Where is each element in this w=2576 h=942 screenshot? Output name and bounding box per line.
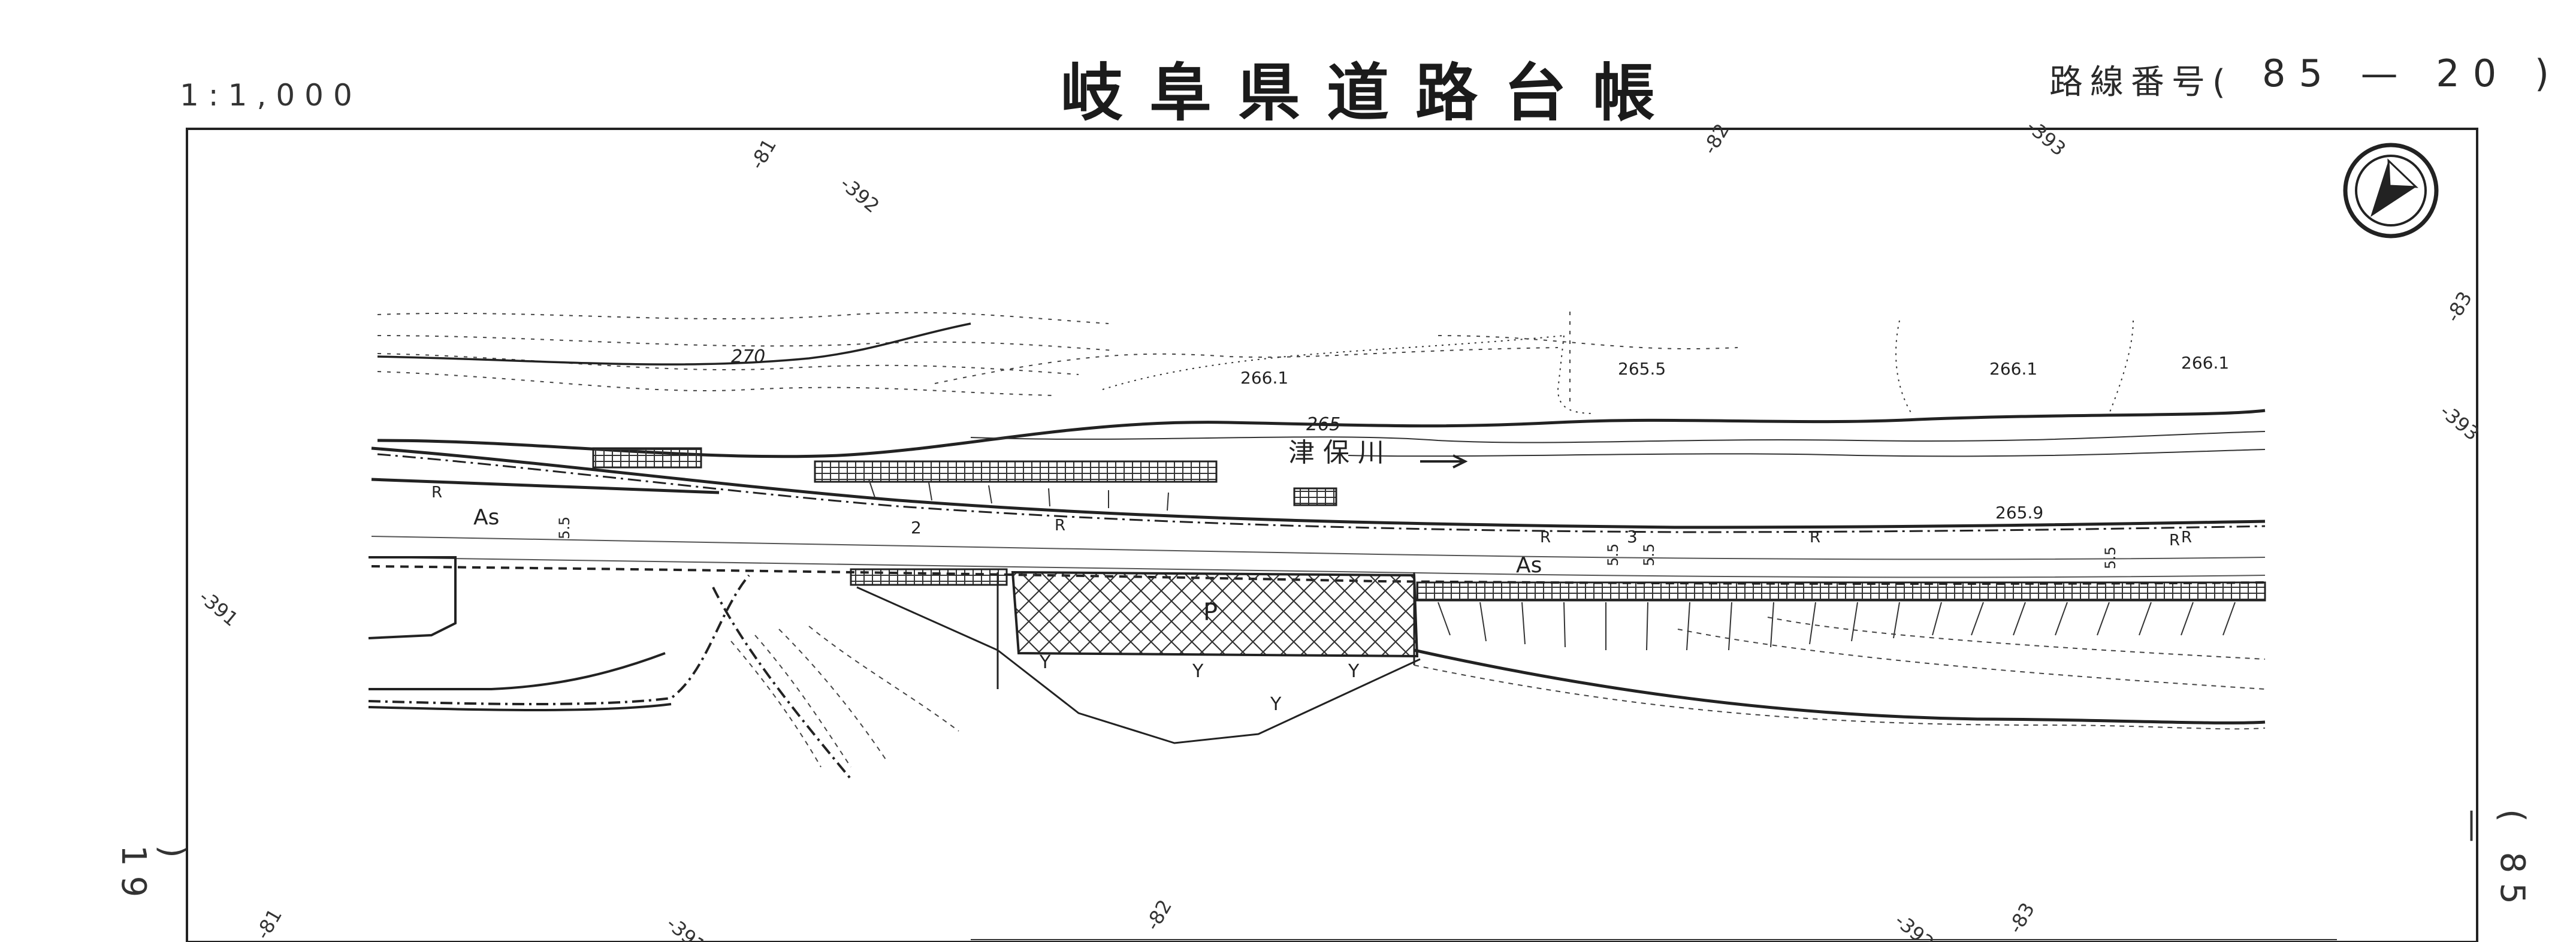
grid-label: -83 xyxy=(2004,899,2039,937)
grid-label: -391 xyxy=(662,912,710,942)
left-structure xyxy=(368,556,672,711)
contour-lines-upper xyxy=(377,312,1738,407)
fill-mark: Y xyxy=(1270,694,1282,715)
grid-label: -82 xyxy=(1698,120,1734,158)
spot-elevation: 266.1 xyxy=(1240,368,1288,388)
spot-elevation: 266.1 xyxy=(2181,353,2229,373)
width-mark: 5.5 xyxy=(556,517,573,539)
scale-label: 1:1,000 xyxy=(180,78,362,113)
river-flow-arrow xyxy=(1420,454,1468,469)
river-name: 津保川 xyxy=(1288,437,1393,468)
river-bank-lower xyxy=(1414,648,2266,724)
grid-label: -82 xyxy=(1141,896,1176,934)
retaining-wall-2 xyxy=(814,460,1218,483)
road-surface-label: As xyxy=(1516,553,1542,578)
width-mark: 2 xyxy=(911,518,922,538)
road-surface-label: As xyxy=(473,505,499,530)
sidewalk-grating-left xyxy=(850,568,1008,586)
grid-label: -81 xyxy=(251,905,286,942)
grid-label: -392 xyxy=(1891,909,1938,942)
spot-elevation: 265.9 xyxy=(1995,503,2043,523)
grid-label: -392 xyxy=(836,172,884,218)
contour-index-270 xyxy=(377,322,971,366)
slope-ticks xyxy=(868,479,2236,651)
fill-mark: Y xyxy=(1192,661,1204,682)
width-mark: 5.5 xyxy=(1641,544,1657,566)
fill-mark: Y xyxy=(1348,661,1360,682)
river-bank-upper xyxy=(377,409,2266,458)
embankment-outline xyxy=(856,572,1421,744)
lane-lines xyxy=(371,536,2266,578)
parking-area xyxy=(1011,570,1419,658)
terrace-dotted xyxy=(1102,320,2134,414)
contour-label: 265 xyxy=(1306,414,1340,435)
width-mark: 3 xyxy=(1627,527,1638,547)
side-mark: R xyxy=(2181,529,2192,547)
parking-label: P xyxy=(1203,599,1218,626)
grid-label: -83 xyxy=(2441,288,2477,326)
sheet-edge-label-right: ( 85— xyxy=(2454,809,2532,914)
grid-label: -393 xyxy=(2022,115,2070,161)
retaining-wall-1 xyxy=(592,447,702,469)
page-title: 岐阜県道路台帳 xyxy=(1061,56,1682,129)
route-number-value: 85 — 20 ) xyxy=(2262,52,2563,95)
sidewalk-grating xyxy=(1416,581,2266,602)
contour-label: 270 xyxy=(731,346,765,367)
side-mark: R xyxy=(1810,529,1820,547)
sheet-frame xyxy=(186,128,2478,942)
width-mark: 5.5 xyxy=(1605,544,1621,566)
grid-label: -81 xyxy=(745,135,781,173)
side-mark: R xyxy=(1540,529,1551,547)
side-mark: R xyxy=(431,484,442,502)
route-number-label: 路線番号( xyxy=(2049,63,2233,102)
fill-mark: Y xyxy=(1039,652,1051,673)
width-mark: 5.5 xyxy=(2102,547,2119,569)
sheet-edge-label-left: ) 19 xyxy=(114,845,192,907)
road-centre-dashdot xyxy=(377,453,2266,533)
spot-elevation: 265.5 xyxy=(1618,359,1666,379)
retaining-wall-3 xyxy=(1293,487,1337,506)
contour-lines-lower xyxy=(730,617,2266,768)
side-mark: R xyxy=(1055,517,1065,535)
road-boundary xyxy=(371,446,2266,529)
grid-label: -391 xyxy=(195,585,243,631)
road-lower-edge xyxy=(371,565,2266,585)
river-water-lines xyxy=(970,431,2266,457)
side-mark: R xyxy=(2169,532,2180,550)
north-arrow-icon xyxy=(2343,143,2439,238)
lower-left-road-dashdot xyxy=(368,574,852,780)
spot-elevation: 266.1 xyxy=(1989,359,2037,379)
